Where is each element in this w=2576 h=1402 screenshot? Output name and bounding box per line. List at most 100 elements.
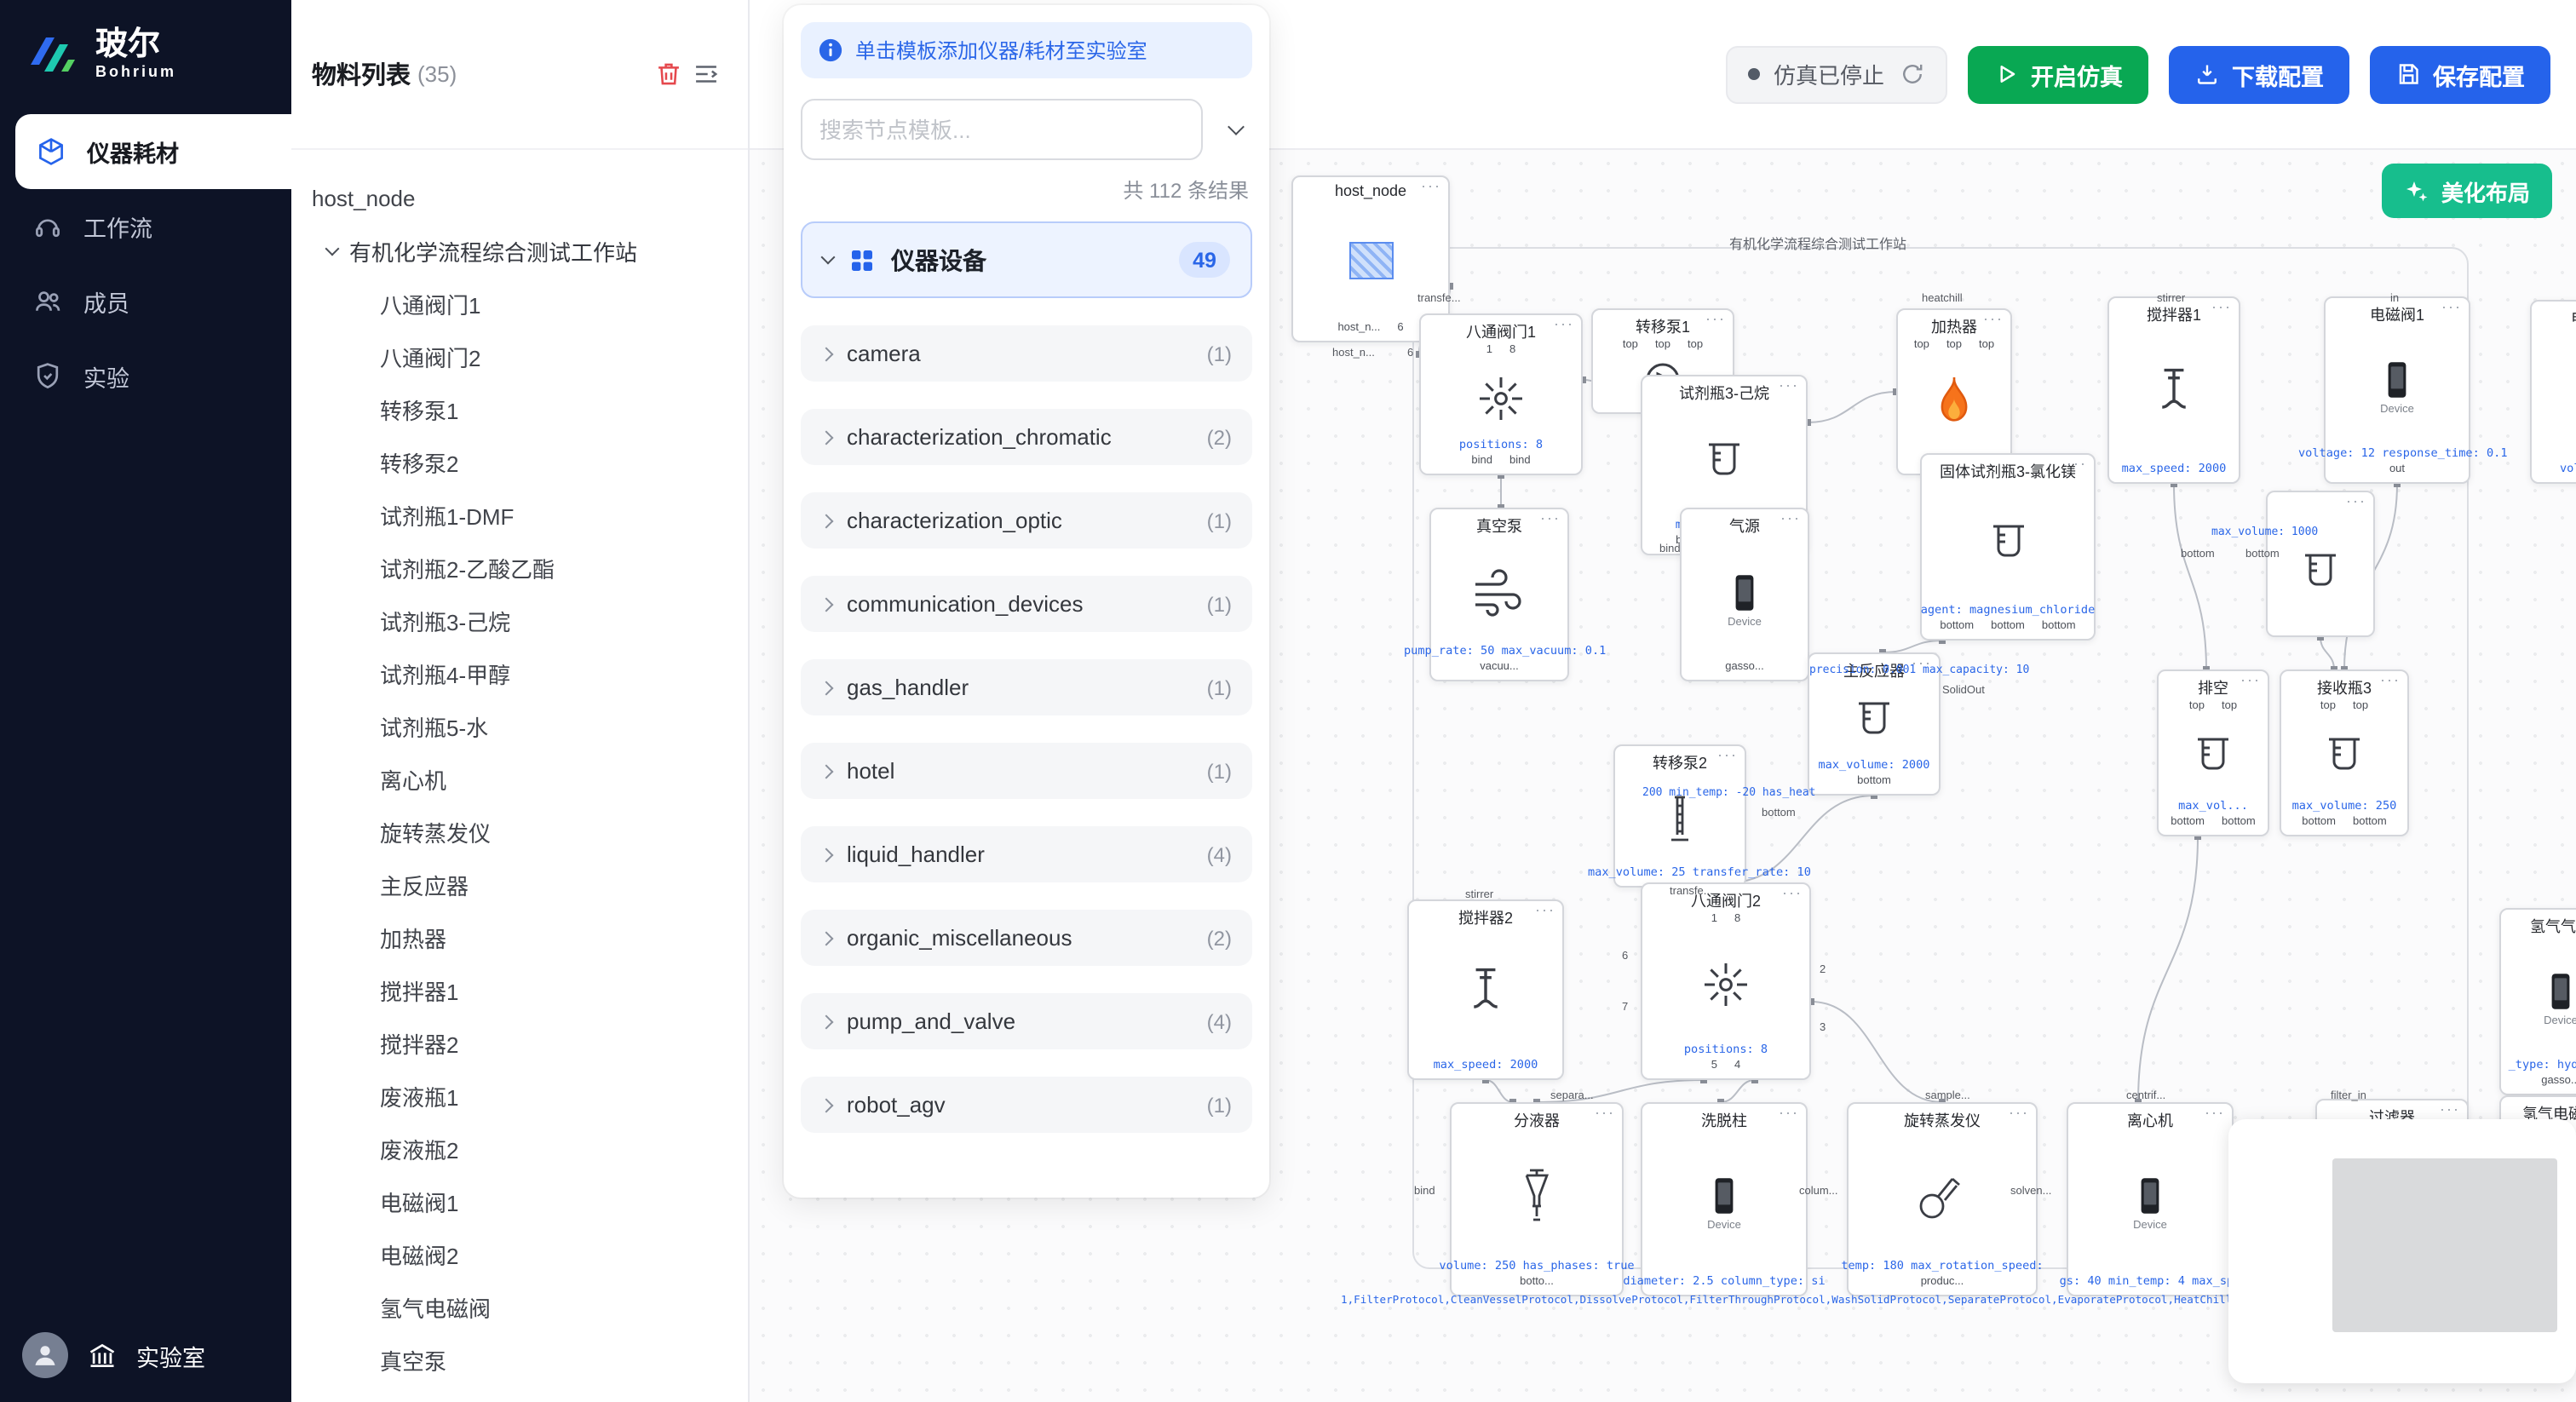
trash-icon[interactable] — [649, 55, 687, 93]
canvas-node[interactable]: 八通阀门2···18positions: 854 — [1641, 882, 1811, 1080]
node-menu-icon[interactable]: ··· — [2440, 1102, 2460, 1118]
canvas-node[interactable]: 固体试剂瓶3-氯化镁···agent: magnesium_chloridebo… — [1920, 453, 2096, 641]
canvas-node[interactable]: 加热器···toptoptopbindbind — [1896, 308, 2012, 475]
canvas-node[interactable]: 搅拌器1···max_speed: 2000 — [2107, 296, 2240, 484]
node-menu-icon[interactable]: ··· — [2211, 300, 2232, 315]
minimap[interactable] — [2228, 1119, 2576, 1383]
node-menu-icon[interactable]: ··· — [2380, 673, 2401, 688]
sidebar-item-label: 工作流 — [83, 210, 152, 244]
category-count: (1) — [1207, 509, 1232, 532]
tree-item[interactable]: 离心机 — [291, 753, 748, 806]
start-simulation-button[interactable]: 开启仿真 — [1968, 45, 2148, 103]
tree-item[interactable]: 加热器 — [291, 911, 748, 964]
tree-item[interactable]: 试剂瓶2-乙酸乙酯 — [291, 542, 748, 595]
node-bottom-ports: gasso... — [1682, 660, 1808, 675]
node-title: 旋转蒸发仪 — [1904, 1109, 1981, 1131]
node-menu-icon[interactable]: ··· — [2009, 1106, 2029, 1121]
collapse-list-icon[interactable] — [687, 55, 724, 93]
tree-item[interactable]: 主反应器 — [291, 859, 748, 911]
sidebar-item-instruments[interactable]: 仪器耗材 — [15, 114, 291, 189]
node-title: 洗脱柱 — [1701, 1109, 1747, 1131]
template-search-input[interactable] — [801, 99, 1203, 160]
node-menu-icon[interactable]: ··· — [1717, 748, 1738, 763]
category-row[interactable]: communication_devices(1) — [801, 576, 1252, 632]
node-menu-icon[interactable]: ··· — [2441, 300, 2462, 315]
canvas-node[interactable]: 气源···Devicegasso... — [1680, 508, 1809, 681]
panel-collapse-chevron-icon[interactable] — [1218, 126, 1252, 133]
node-bottom-ports: bottombottom — [2281, 815, 2407, 830]
canvas-node[interactable]: 八通阀门1···18positions: 8bindbind — [1419, 313, 1583, 475]
tree-root-item[interactable]: host_node — [291, 172, 748, 225]
category-row[interactable]: robot_agv(1) — [801, 1077, 1252, 1133]
tree-item[interactable]: 转移泵1 — [291, 383, 748, 436]
node-menu-icon[interactable]: ··· — [2346, 494, 2366, 509]
category-row[interactable]: gas_handler(1) — [801, 659, 1252, 715]
node-menu-icon[interactable]: ··· — [1779, 1106, 1799, 1121]
category-row[interactable]: liquid_handler(4) — [801, 826, 1252, 882]
download-config-button[interactable]: 下载配置 — [2169, 45, 2349, 103]
tree-item[interactable]: 搅拌器1 — [291, 964, 748, 1017]
canvas-label: 2 — [1820, 964, 1826, 976]
node-menu-icon[interactable]: ··· — [2205, 1106, 2225, 1121]
logo[interactable]: 玻尔 Bohrium — [0, 0, 291, 114]
tree-item[interactable]: 试剂瓶1-DMF — [291, 489, 748, 542]
tree-item[interactable]: 废液瓶2 — [291, 1123, 748, 1175]
node-menu-icon[interactable]: ··· — [1540, 511, 1561, 526]
canvas-node[interactable]: 旋转蒸发仪···temp: 180 max_rotation_speed:pro… — [1847, 1102, 2038, 1296]
canvas-node[interactable]: 排空···toptopmax_vol...bottombottom — [2157, 669, 2269, 836]
tree-item[interactable]: 废液瓶1 — [291, 1070, 748, 1123]
node-menu-icon[interactable]: ··· — [1554, 317, 1574, 332]
node-menu-icon[interactable]: ··· — [2240, 673, 2261, 688]
canvas-node[interactable]: 电磁阀2···Devicevoltage: 12 — [2530, 300, 2576, 484]
category-row[interactable]: organic_miscellaneous(2) — [801, 910, 1252, 966]
canvas-node[interactable]: 搅拌器2···max_speed: 2000 — [1407, 899, 1564, 1080]
save-config-button[interactable]: 保存配置 — [2370, 45, 2550, 103]
device-group-header[interactable]: 仪器设备 49 — [801, 221, 1252, 298]
category-row[interactable]: camera(1) — [801, 325, 1252, 382]
tree-item[interactable]: 电磁阀1 — [291, 1175, 748, 1228]
node-menu-icon[interactable]: ··· — [1983, 312, 2004, 327]
canvas-node[interactable]: 分液器···volume: 250 has_phases: truebotto.… — [1450, 1102, 1624, 1296]
node-menu-icon[interactable]: ··· — [1535, 903, 1555, 918]
category-row[interactable]: characterization_chromatic(2) — [801, 409, 1252, 465]
tree-item[interactable]: 真空泵 — [291, 1334, 748, 1387]
tree-item[interactable]: 试剂瓶4-甲醇 — [291, 647, 748, 700]
tree-item[interactable]: 八通阀门1 — [291, 278, 748, 330]
node-menu-icon[interactable]: ··· — [1705, 312, 1726, 327]
canvas-node[interactable]: 接收瓶3···toptopmax_volume: 250bottombottom — [2280, 669, 2409, 836]
canvas-node[interactable]: 真空泵···pump_rate: 50 max_vacuum: 0.1vacuu… — [1429, 508, 1569, 681]
sidebar-footer: 实验室 — [0, 1332, 291, 1378]
avatar[interactable] — [22, 1332, 68, 1378]
beautify-layout-button[interactable]: 美化布局 — [2382, 164, 2552, 218]
category-row[interactable]: pump_and_valve(4) — [801, 993, 1252, 1049]
node-menu-icon[interactable]: ··· — [1595, 1106, 1615, 1121]
tree-item[interactable]: 氢气电磁阀 — [291, 1281, 748, 1334]
lab-label[interactable]: 实验室 — [136, 1338, 205, 1372]
tree-item[interactable]: 试剂瓶5-水 — [291, 700, 748, 753]
tree-item[interactable]: 试剂瓶3-己烷 — [291, 595, 748, 647]
canvas-node[interactable]: 离心机···Devicegs: 40 min_temp: 4 max_spe — [2067, 1102, 2234, 1296]
node-menu-icon[interactable]: ··· — [1782, 886, 1803, 901]
node-title: 氢气气源 — [2530, 915, 2576, 937]
tree-item[interactable]: 搅拌器2 — [291, 1017, 748, 1070]
node-menu-icon[interactable]: ··· — [1779, 378, 1799, 394]
tree-item[interactable]: 八通阀门2 — [291, 330, 748, 383]
canvas-node[interactable]: 转移泵2···max_volume: 25 transfer_rate: 10 — [1613, 744, 1746, 888]
canvas-node[interactable]: 电磁阀1···Devicevoltage: 12 response_time: … — [2324, 296, 2470, 484]
tree-item[interactable]: 电磁阀2 — [291, 1228, 748, 1281]
tree-item[interactable]: 转移泵2 — [291, 436, 748, 489]
sidebar-item-experiments[interactable]: 实验 — [0, 339, 291, 414]
canvas-node[interactable]: ··· — [2266, 491, 2375, 637]
node-menu-icon[interactable]: ··· — [1780, 511, 1801, 526]
canvas-node[interactable]: 氢气气源···Device_type: hydrogengasso... — [2499, 908, 2576, 1095]
minimap-viewport[interactable] — [2332, 1158, 2557, 1332]
node-menu-icon[interactable]: ··· — [1421, 179, 1441, 194]
sidebar-item-workflow[interactable]: 工作流 — [0, 189, 291, 264]
refresh-icon[interactable] — [1898, 60, 1925, 88]
tree-group-item[interactable]: 有机化学流程综合测试工作站 — [291, 225, 748, 278]
canvas-node[interactable]: 洗脱柱···Devicediameter: 2.5 column_type: s… — [1641, 1102, 1808, 1296]
category-row[interactable]: hotel(1) — [801, 743, 1252, 799]
sidebar-item-members[interactable]: 成员 — [0, 264, 291, 339]
category-row[interactable]: characterization_optic(1) — [801, 492, 1252, 549]
tree-item[interactable]: 旋转蒸发仪 — [291, 806, 748, 859]
